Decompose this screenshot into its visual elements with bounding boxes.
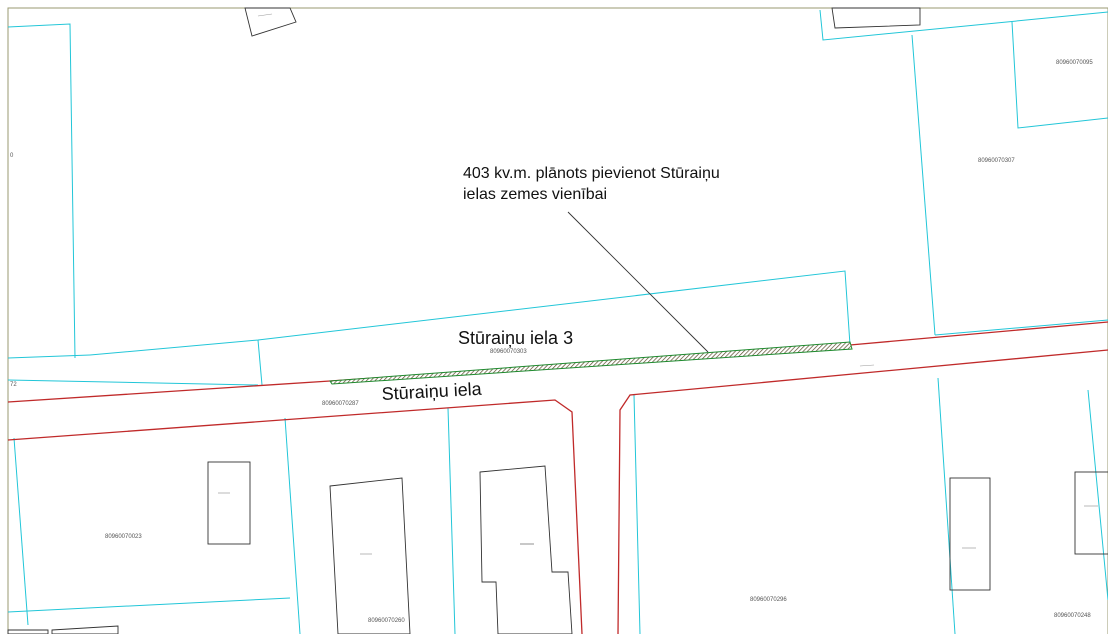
parcel-boundary-top-right xyxy=(819,9,1108,41)
road-south-edge-east xyxy=(617,349,1108,634)
buildings xyxy=(7,7,1108,634)
cadastre-id-bottom-right: 80960070248 xyxy=(1054,613,1091,619)
cadastre-id-bottom-mid: 80960070260 xyxy=(368,618,405,624)
parcel-boundary-stuirainu-3-north xyxy=(89,270,851,356)
road-south-edge-west xyxy=(7,399,583,634)
cadastre-id-parcel-3: 80960070303 xyxy=(490,349,527,355)
parcel-boundary xyxy=(13,437,29,626)
cadastre-id-street: 80960070287 xyxy=(322,401,359,407)
building xyxy=(1074,471,1108,555)
parcel-boundary xyxy=(7,597,291,613)
parcel-boundary-right xyxy=(911,34,936,336)
edge-label-left-mid: 72 xyxy=(10,382,17,388)
building-top xyxy=(244,7,297,37)
parcel-boundaries xyxy=(7,9,1108,634)
parcel-boundary xyxy=(447,407,456,634)
building xyxy=(7,629,49,634)
annotation-leader-line xyxy=(567,211,709,353)
parcel-boundary xyxy=(633,394,641,634)
parcel-boundary xyxy=(284,417,301,634)
parcel-boundary xyxy=(7,354,91,359)
building xyxy=(949,477,991,591)
building xyxy=(479,465,573,634)
building xyxy=(329,477,411,634)
cadastre-id-top-right: 80960070095 xyxy=(1056,60,1093,66)
parcel-name-label: Stūraiņu iela 3 xyxy=(458,328,573,348)
building-tag xyxy=(257,13,273,17)
map-frame xyxy=(7,7,1108,634)
merge-strip-hatched[interactable] xyxy=(329,341,853,385)
building xyxy=(51,625,119,634)
building xyxy=(207,461,251,545)
building-tag xyxy=(859,364,875,367)
annotation-line-1: 403 kv.m. plānots pievienot Stūraiņu xyxy=(463,165,720,182)
cadastre-id-bottom-center: 80960070296 xyxy=(750,597,787,603)
parcel-boundary-stuirainu-3-west xyxy=(257,339,263,386)
building-top-right xyxy=(831,7,921,29)
parcel-boundary xyxy=(937,377,956,634)
parcel-boundary-right-inner xyxy=(1011,21,1108,129)
street-name-label: Stūraiņu iela xyxy=(381,379,483,404)
cadastre-id-bottom-left: 80960070023 xyxy=(105,534,142,540)
annotation-line-2: ielas zemes vienībai xyxy=(463,186,607,203)
edge-label-left-top: 0 xyxy=(10,153,14,159)
cadastre-id-right-mid: 80960070307 xyxy=(978,158,1015,164)
building-tags xyxy=(218,13,1098,555)
parcel-boundary xyxy=(7,379,259,386)
parcel-boundary-left xyxy=(7,23,76,359)
parcel-boundary xyxy=(1087,389,1108,601)
parcel-boundary xyxy=(934,319,1108,336)
